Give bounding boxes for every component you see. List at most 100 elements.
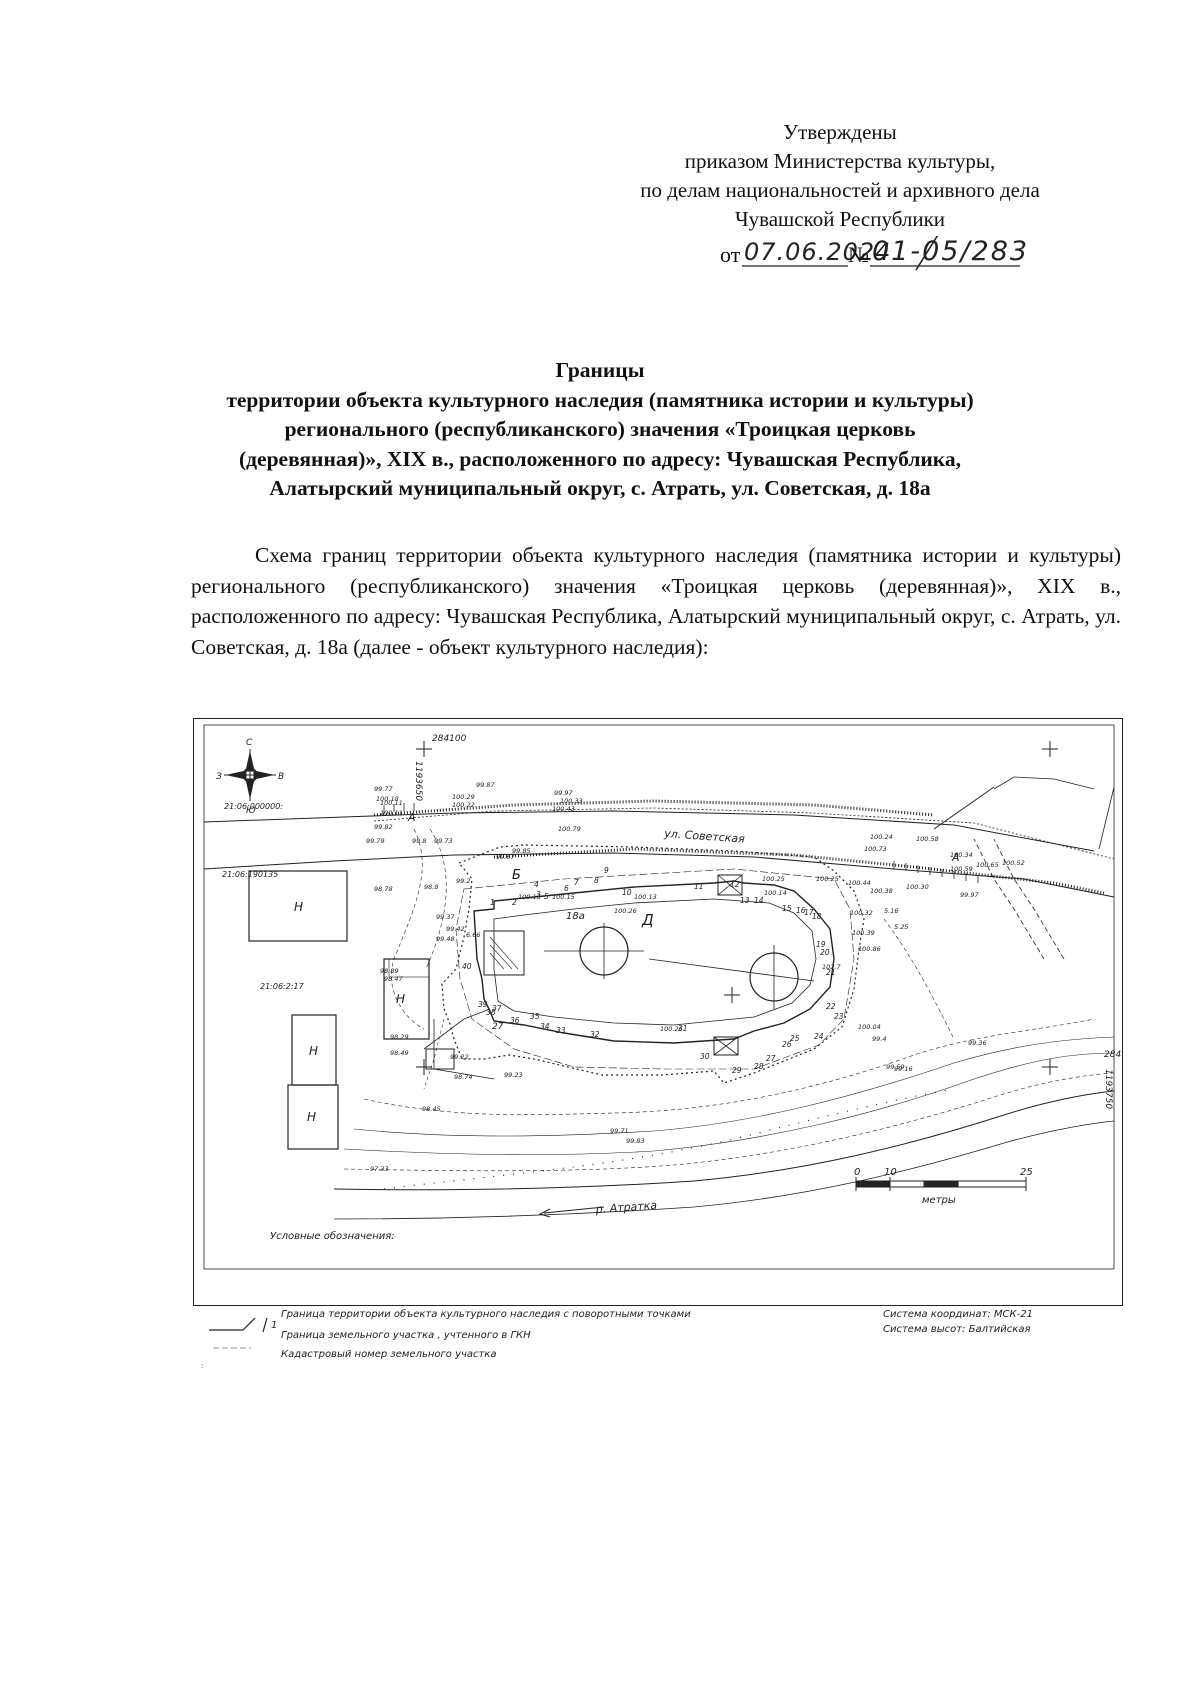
building-number: 18а — [566, 911, 585, 922]
point-number-26: 27 — [766, 1054, 776, 1063]
elevation-label-16: 99.67 — [496, 853, 515, 861]
land-parcel-boundary — [455, 868, 855, 1070]
elevation-label-51: 98.74 — [454, 1073, 473, 1081]
map-legend: : 1 Граница территории объекта культурно… — [193, 1308, 1123, 1378]
point-number-5: 6 — [564, 884, 569, 893]
boundary-map: С Ю З В 284100 1193650 284 1193750 ул. С… — [193, 718, 1123, 1306]
grid-cross-5 — [416, 1059, 432, 1075]
elevation-label-50: 99.22 — [450, 1053, 469, 1061]
contour-4 — [343, 1072, 1115, 1172]
scale-bar — [855, 1177, 1027, 1191]
zone-b-label: Б — [512, 868, 521, 883]
handwritten-date: 07.06.2024 — [744, 238, 892, 266]
point-number-0: 1 — [490, 898, 495, 907]
elevation-label-36: 100.24 — [870, 833, 893, 841]
cadastral-3: 21:06:2:17 — [260, 982, 305, 991]
point-number-20: 21 — [826, 968, 836, 977]
building-n-4-label: Н — [307, 1110, 316, 1124]
elevation-label-30: 100.44 — [848, 879, 871, 887]
point-number-31: 32 — [590, 1030, 600, 1039]
legend-height-system: Система высот: Балтийская — [883, 1324, 1031, 1335]
elevation-label-58: 99.83 — [626, 1137, 645, 1145]
legend-boundary-icon — [209, 1317, 256, 1331]
point-number-24: 25 — [790, 1034, 800, 1043]
scale-twentyfive: 25 — [1020, 1167, 1033, 1178]
elevation-label-2: 99.97 — [554, 789, 573, 797]
elevation-label-15: 100.79 — [558, 825, 581, 833]
elevation-label-33: 100.38 — [870, 887, 893, 895]
elevation-label-57: 98.49 — [390, 1049, 409, 1057]
grid-y-left: 1193650 — [413, 761, 423, 801]
compass-south: Ю — [246, 806, 256, 816]
grid-cross-3 — [1042, 1059, 1058, 1075]
approval-order-line: от 07.06.2024 № 01-05/283 — [720, 236, 1080, 272]
approval-prefix: от — [720, 242, 741, 267]
point-number-1: 2 — [512, 898, 517, 907]
street-north-edge — [203, 810, 1095, 852]
title-line-4: (деревянная)», XIX в., расположенного по… — [239, 446, 961, 471]
heritage-boundary — [441, 844, 865, 1084]
church-label: Д — [641, 911, 654, 929]
point-number-9: 10 — [622, 888, 632, 897]
legend-item2: Граница земельного участка , учтенного в… — [281, 1330, 531, 1341]
street-north-fence-hatch — [373, 799, 935, 817]
contour-east — [883, 918, 955, 1040]
elevation-label-26: 100.13 — [634, 893, 657, 901]
grid-y-right: 1193750 — [1103, 1069, 1113, 1109]
elevation-label-11: 99.79 — [366, 837, 385, 845]
elevation-label-14: 99.85 — [512, 847, 531, 855]
elevation-label-9: 100.11 — [380, 809, 403, 817]
number-sign: № — [848, 242, 869, 267]
zone-a-label-2: А — [951, 851, 960, 864]
elevation-label-18: 98.78 — [374, 885, 393, 893]
point-number-11: 12 — [730, 880, 740, 889]
church-building-inner — [493, 898, 817, 1026]
title-line-1: Границы — [555, 358, 645, 382]
point-number-3: 4 — [534, 880, 539, 889]
elevation-label-46: 99.36 — [968, 1039, 987, 1047]
elevation-label-5: 100.33 — [560, 797, 583, 805]
elevation-label-4: 100.29 — [452, 793, 475, 801]
elevation-label-0: 99.77 — [374, 785, 393, 793]
contour-2 — [353, 1036, 1115, 1137]
approval-line-3: по делам национальностей и архивного дел… — [640, 178, 1040, 202]
title-line-2: территории объекта культурного наследия … — [226, 387, 974, 412]
parcel-west-2 — [433, 1019, 495, 1080]
point-number-2: 3 — [536, 890, 541, 899]
point-number-18: 19 — [816, 940, 826, 949]
legend-coord-system: Система координат: МСК-21 — [883, 1309, 1033, 1320]
grid-x-right: 284 — [1104, 1050, 1121, 1060]
building-n-2-label: Н — [396, 992, 405, 1006]
road-right-east — [973, 838, 1045, 960]
misc-label-1: 102.7 — [822, 963, 841, 971]
point-number-38: 39 — [478, 1000, 488, 1009]
approval-line-2: приказом Министерства культуры, — [684, 149, 996, 173]
elevation-label-35: 100.73 — [864, 845, 887, 853]
point-number-28: 29 — [732, 1066, 742, 1075]
approval-line-4: Чувашской Республики — [734, 207, 946, 231]
elevation-label-48: 99.16 — [894, 1065, 913, 1073]
riverbank-south — [333, 1120, 1115, 1220]
legend-cadastral-icon: : — [201, 1362, 203, 1370]
road-right-west — [933, 786, 995, 830]
point-number-25: 26 — [782, 1040, 792, 1049]
point-number-15: 16 — [796, 906, 806, 915]
building-n-1-label: Н — [294, 900, 303, 914]
elevation-label-27: 100.14 — [764, 889, 787, 897]
elevation-label-52: 99.23 — [504, 1071, 523, 1079]
point-number-6: 7 — [574, 878, 579, 887]
elevation-label-60: 97.33 — [370, 1165, 389, 1173]
parcel-west — [423, 1008, 491, 1050]
legend-item1: Граница территории объекта культурного н… — [281, 1309, 691, 1320]
elevation-label-54: 98.47 — [384, 975, 403, 983]
elevation-label-55: 98.89 — [380, 967, 399, 975]
elevation-label-6: 100.43 — [552, 805, 575, 813]
elevation-label-38: 100.59 — [950, 865, 973, 873]
south-fence-dots — [383, 1088, 955, 1190]
point-number-33: 34 — [540, 1022, 550, 1031]
elevation-label-47: 99.59 — [886, 1063, 905, 1071]
elevation-label-8: 100.11 — [380, 799, 403, 807]
elevation-label-13: 99.73 — [434, 837, 453, 845]
